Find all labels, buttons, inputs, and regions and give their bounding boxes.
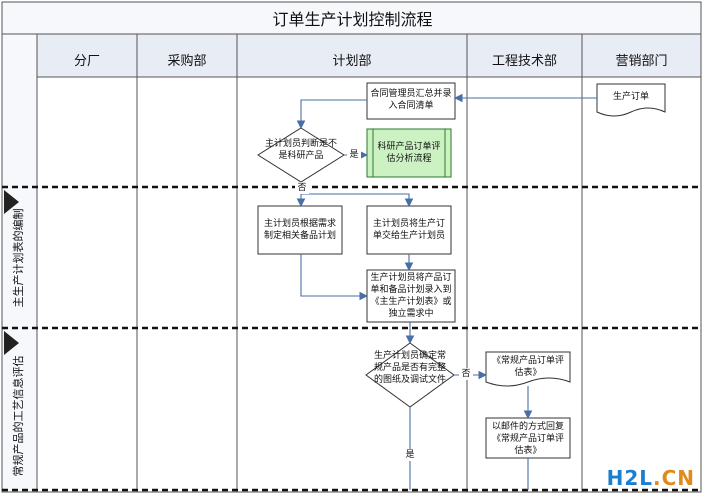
edge-label-no-2: 否 (459, 368, 473, 380)
enter-plan-box (366, 269, 456, 323)
email-reply-box (485, 417, 571, 459)
column-header-marketing: 营销部门 (615, 54, 668, 69)
prep-plan-box (257, 205, 343, 255)
decision-research-label: 主计划员判断是不是科研产品 (264, 139, 337, 161)
contract-mgr-box (366, 82, 456, 120)
decision-drawings-label: 生产计划员确定常规产品是否有完整的图纸及调试文件 (373, 351, 446, 385)
production-order-label: 生产订单 (612, 92, 649, 102)
lane-label-process-eval: 常规产品的工艺信息评估 (12, 355, 25, 477)
research-flow-box (366, 128, 452, 178)
edge-label-yes-2: 是 (403, 449, 417, 461)
lane-label-master-plan: 主生产计划表的编制 (12, 208, 25, 308)
watermark-logo: H2L.CN (607, 466, 695, 490)
production-order-doc (596, 83, 666, 117)
column-header-purchasing: 采购部 (167, 54, 207, 69)
watermark-part2: .CN (652, 466, 695, 490)
enter-plan-label: 生产计划员将产品订单和备品计划录入到《主生产计划表》或独立需求中 (370, 273, 452, 319)
edge-label-no-1: 否 (295, 182, 309, 194)
edge-no-handover (301, 193, 414, 208)
email-reply-label: 以邮件的方式回复《常规产品订单评估表》 (491, 422, 564, 456)
lane-marker-2 (4, 331, 19, 355)
hand-over-label: 主计划员将生产订单交给生产计划员 (372, 219, 445, 241)
edge-contract-to-decision (296, 99, 367, 130)
column-header-row (36, 33, 702, 78)
column-header-factory: 分厂 (73, 54, 100, 69)
edge-prep-enter (300, 254, 369, 301)
column-header-engineering: 工程技术部 (491, 54, 557, 69)
lane-marker-1 (4, 190, 19, 214)
page-title: 订单生产计划控制流程 (272, 10, 433, 29)
edge-label-yes-1: 是 (347, 149, 361, 161)
contract-mgr-label: 合同管理员汇总并录入合同清单 (370, 89, 452, 111)
prep-plan-label: 主计划员根据需求制定相关备品计划 (263, 219, 336, 241)
eval-form-doc (485, 351, 571, 387)
column-header-planning: 计划部 (332, 54, 372, 69)
eval-form-label: 《常规产品订单评估表》 (491, 356, 564, 378)
research-flow-label: 科研产品订单评估分析流程 (377, 142, 441, 164)
watermark-part1: H2L (606, 466, 653, 490)
